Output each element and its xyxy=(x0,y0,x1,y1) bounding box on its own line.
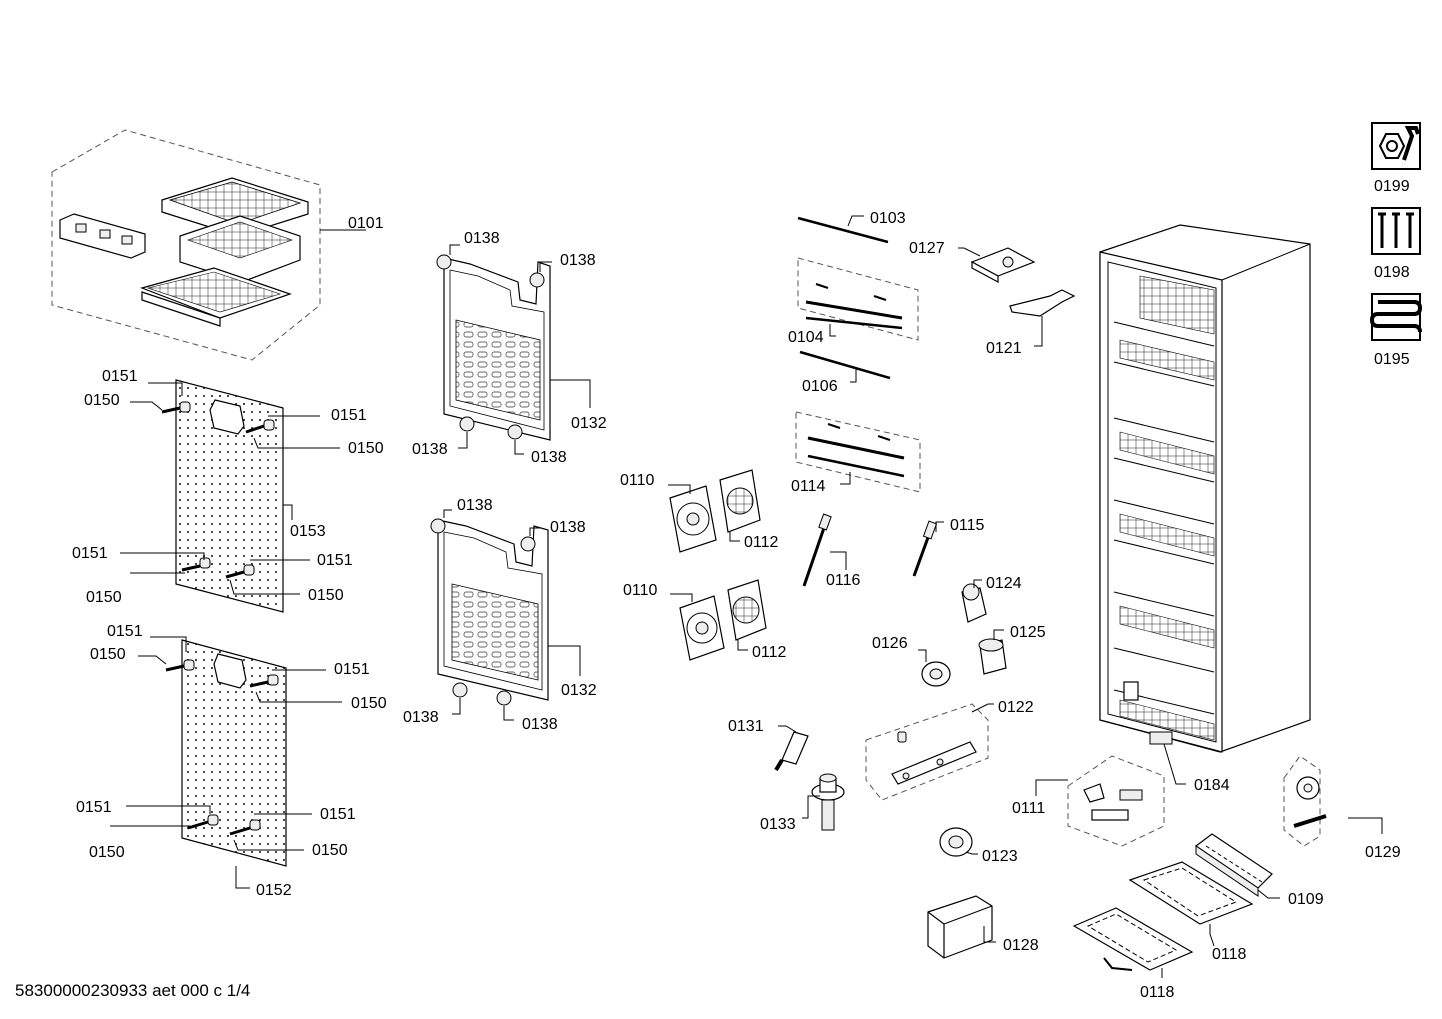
callout-0138-f: 0138 xyxy=(550,519,586,536)
part-group-0129 xyxy=(1283,755,1327,847)
part-0116 xyxy=(802,513,832,587)
callout-0133: 0133 xyxy=(760,816,796,833)
callout-0123: 0123 xyxy=(982,848,1018,865)
callout-0138-b: 0138 xyxy=(560,252,596,269)
callout-0150-a: 0150 xyxy=(84,392,120,409)
callout-0184: 0184 xyxy=(1194,777,1230,794)
callout-0115: 0115 xyxy=(950,517,985,534)
callout-0151-b: 0151 xyxy=(331,407,367,424)
callout-0104: 0104 xyxy=(788,329,824,346)
grille-0112-lower xyxy=(727,579,767,641)
part-0118-upper xyxy=(1128,861,1254,925)
part-0123 xyxy=(939,827,973,857)
callout-0112-a: 0112 xyxy=(744,534,779,551)
callout-0121: 0121 xyxy=(986,340,1022,357)
callout-0101: 0101 xyxy=(348,215,384,232)
evaporator-0132-upper xyxy=(436,254,551,441)
callout-0112-b: 0112 xyxy=(752,644,787,661)
service-label-0198: 0198 xyxy=(1374,264,1410,281)
grille-0112-upper xyxy=(719,469,761,533)
part-0118-lower xyxy=(1072,907,1194,971)
panel-0152 xyxy=(165,639,287,867)
callout-0103: 0103 xyxy=(870,210,906,227)
callout-0151-d: 0151 xyxy=(317,552,353,569)
callout-0131: 0131 xyxy=(728,718,764,735)
callout-0126: 0126 xyxy=(872,635,908,652)
callout-0138-a: 0138 xyxy=(464,230,500,247)
part-group-0104 xyxy=(797,257,919,341)
callout-0151-a: 0151 xyxy=(102,368,138,385)
callout-0110-b: 0110 xyxy=(623,582,658,599)
part-group-0114 xyxy=(795,411,921,493)
callout-0150-d: 0150 xyxy=(308,587,344,604)
callout-0151-f: 0151 xyxy=(334,661,370,678)
callout-0138-g: 0138 xyxy=(403,709,439,726)
callout-0118-a: 0118 xyxy=(1212,946,1247,963)
part-0133 xyxy=(811,773,845,831)
part-0115 xyxy=(912,520,938,577)
callout-0132-b: 0132 xyxy=(561,682,597,699)
callout-0150-h: 0150 xyxy=(312,842,348,859)
part-0131 xyxy=(774,731,809,772)
callout-0150-e: 0150 xyxy=(90,646,126,663)
callout-0129: 0129 xyxy=(1365,844,1401,861)
service-label-0199: 0199 xyxy=(1374,178,1410,195)
part-0121 xyxy=(1009,289,1076,317)
callout-0138-e: 0138 xyxy=(457,497,493,514)
service-icon-0195 xyxy=(1369,293,1423,341)
callout-0128: 0128 xyxy=(1003,937,1039,954)
callout-0116: 0116 xyxy=(826,572,861,589)
cabinet-main xyxy=(1099,224,1311,753)
callout-0152: 0152 xyxy=(256,882,292,899)
callout-0114: 0114 xyxy=(791,478,826,495)
callout-0150-f: 0150 xyxy=(351,695,387,712)
part-0126 xyxy=(921,661,951,687)
callout-0150-g: 0150 xyxy=(89,844,125,861)
service-icon-0198 xyxy=(1371,207,1421,255)
callout-0138-h: 0138 xyxy=(522,716,558,733)
part-0128 xyxy=(927,895,993,959)
part-0106 xyxy=(799,350,891,380)
callout-0109: 0109 xyxy=(1288,891,1324,908)
callout-0150-c: 0150 xyxy=(86,589,122,606)
fan-0110-lower xyxy=(679,595,725,661)
callout-0106: 0106 xyxy=(802,378,838,395)
callout-0122: 0122 xyxy=(998,699,1034,716)
callout-0153: 0153 xyxy=(290,523,326,540)
part-group-0101 xyxy=(51,129,321,361)
fan-0110-upper xyxy=(669,485,717,553)
evaporator-0132-lower xyxy=(430,518,549,706)
part-0127 xyxy=(970,247,1036,284)
callout-0138-c: 0138 xyxy=(412,441,448,458)
document-id: 58300000230933 aet 000 c 1/4 xyxy=(15,981,251,1000)
callout-0138-d: 0138 xyxy=(531,449,567,466)
callout-0110-a: 0110 xyxy=(620,472,655,489)
part-0125 xyxy=(978,638,1007,675)
callout-0151-h: 0151 xyxy=(320,806,356,823)
part-0124 xyxy=(961,583,987,623)
part-group-0111 xyxy=(1067,755,1165,847)
callout-0151-g: 0151 xyxy=(76,799,112,816)
callout-0111: 0111 xyxy=(1012,800,1045,817)
callout-0118-b: 0118 xyxy=(1140,984,1175,1001)
panel-0153 xyxy=(161,379,284,613)
callout-0124: 0124 xyxy=(986,575,1022,592)
part-0103 xyxy=(797,216,889,244)
callout-0151-c: 0151 xyxy=(72,545,108,562)
service-label-0195: 0195 xyxy=(1374,351,1410,368)
callout-0127: 0127 xyxy=(909,240,945,257)
callout-0150-b: 0150 xyxy=(348,440,384,457)
service-icon-0199 xyxy=(1371,122,1421,170)
part-0109 xyxy=(1194,833,1273,897)
callout-0151-e: 0151 xyxy=(107,623,143,640)
callout-0132-a: 0132 xyxy=(571,415,607,432)
callout-0125: 0125 xyxy=(1010,624,1046,641)
part-group-0122 xyxy=(865,703,989,801)
